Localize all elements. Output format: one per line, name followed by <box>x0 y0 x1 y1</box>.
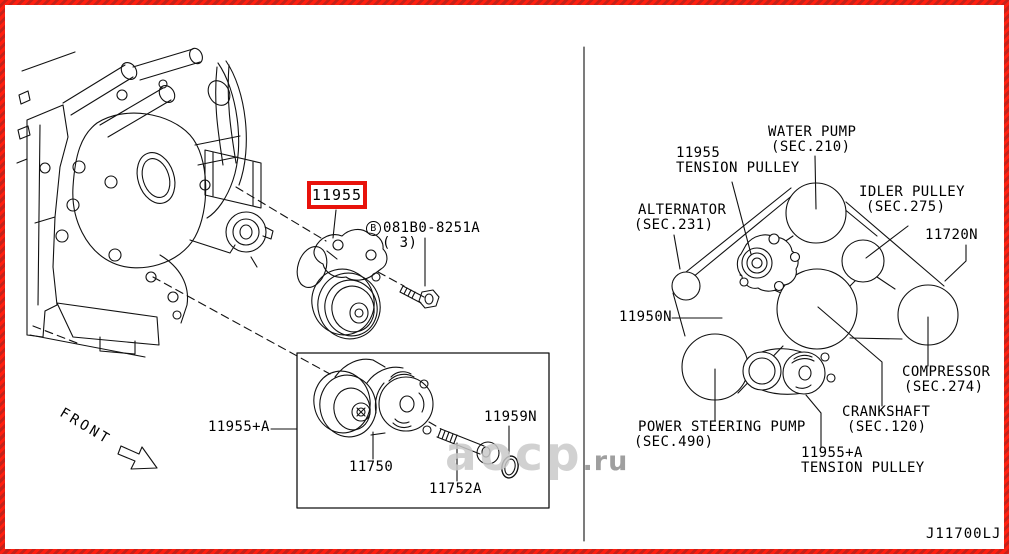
part-label-11720n[interactable]: 11720N <box>925 227 978 243</box>
part-label-11959n[interactable]: 11959N <box>484 409 537 425</box>
pulley-alternator <box>671 271 701 301</box>
part-label-11750[interactable]: 11750 <box>349 459 394 475</box>
bolt-11752a-art <box>436 428 500 465</box>
front-arrow <box>117 445 158 470</box>
label-alternator: ALTERNATOR (SEC.231) <box>634 202 727 233</box>
parts-line-art <box>16 46 967 542</box>
b-marker-icon: B <box>366 221 381 236</box>
label-tension-pulley-lower[interactable]: 11955+A TENSION PULLEY <box>801 445 925 476</box>
label-power-steering: POWER STEERING PUMP (SEC.490) <box>634 419 806 450</box>
label-tension-pulley-upper[interactable]: 11955 TENSION PULLEY <box>676 145 800 176</box>
bolt-b-art <box>399 285 440 309</box>
part-label-11955-highlight[interactable]: 11955 <box>307 181 367 209</box>
diagram-tensioner-lower <box>742 348 836 395</box>
label-crankshaft: CRANKSHAFT (SEC.120) <box>842 404 931 435</box>
label-idler-pulley: IDLER PULLEY (SEC.275) <box>859 184 965 215</box>
drawing-code: J11700LJ <box>926 526 1002 542</box>
leader-lines-left <box>270 209 510 482</box>
diagram-tensioner-upper <box>736 233 801 292</box>
part-label-11752a[interactable]: 11752A <box>429 481 482 497</box>
part-label-11950n[interactable]: 11950N <box>619 309 672 325</box>
belt-diagram-art <box>671 155 967 448</box>
pulley-idler <box>841 239 885 283</box>
tensioner-lower-art <box>313 358 434 438</box>
dashed-leaders <box>32 186 442 430</box>
label-compressor: COMPRESSOR (SEC.274) <box>902 364 991 395</box>
part-label-11955a-left[interactable]: 11955+A <box>208 419 270 435</box>
detail-box <box>296 352 550 509</box>
engine-illustration <box>16 47 274 358</box>
tensioner-upper-art <box>296 228 388 340</box>
pulley-crankshaft <box>776 268 858 350</box>
label-water-pump: WATER PUMP (SEC.210) <box>768 124 857 155</box>
watermark: aocp.ru <box>445 427 629 482</box>
oring-art <box>501 455 519 479</box>
